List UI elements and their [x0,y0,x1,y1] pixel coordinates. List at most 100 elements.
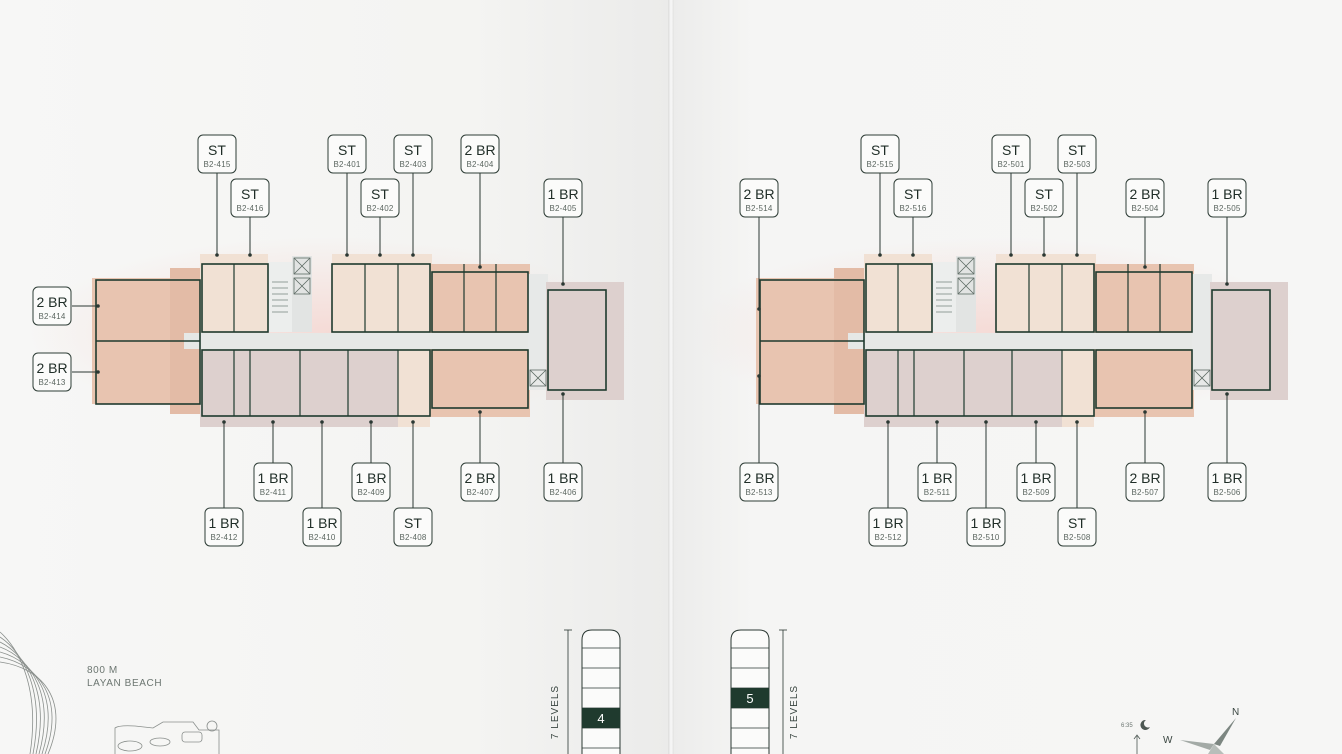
leader-dot [878,253,882,257]
unit-top-studio-b [332,254,432,334]
unit-number: B2-409 [358,488,385,497]
unit-type: 1 BR [547,470,578,486]
core-east [528,274,548,390]
compass-north-label: N [1232,707,1239,718]
unit-top-2br [430,264,530,340]
leader-dot [215,253,219,257]
unit-type: 1 BR [547,186,578,202]
wall-top-a [201,263,269,333]
unit-type: ST [404,142,422,158]
compass-west-label: W [1163,735,1173,746]
compass-rose: NW6:35 [1121,707,1239,754]
unit-label-box [327,134,367,174]
lift-cross-0 [957,257,975,275]
sun-arrow-icon [1133,734,1141,740]
lift-cross-2 [1193,369,1211,387]
leader-dot [1225,282,1229,286]
unit-top-studio-b [996,254,1096,334]
leader-dot [561,282,565,286]
unit-type: 1 BR [970,515,1001,531]
wall-west [95,279,201,405]
leader-dot [345,253,349,257]
unit-number: B2-405 [550,204,577,213]
contour-line [0,656,53,754]
book-spine [668,0,674,754]
unit-number: B2-507 [1132,488,1159,497]
unit-number: B2-410 [309,533,336,542]
wall-east [1211,289,1271,391]
unit-label-left-b2-405[interactable]: 1 BR B2-405 [543,178,583,286]
unit-type: 1 BR [1211,186,1242,202]
unit-label-box [966,507,1006,547]
unit-type: ST [904,186,922,202]
unit-label-box [32,286,72,326]
unit-label-right-b2-505[interactable]: 1 BR B2-505 [1207,178,1247,286]
site-map-sketch [114,720,220,754]
lift-box-2 [529,369,547,387]
unit-type: 1 BR [872,515,903,531]
wall-east [547,289,607,391]
unit-number: B2-510 [973,533,1000,542]
moon-icon [1140,719,1150,730]
leader-dot [757,307,761,311]
leader-dot [886,420,890,424]
unit-type: 1 BR [257,470,288,486]
unit-number: B2-515 [867,160,894,169]
unit-type: 2 BR [36,360,67,376]
unit-label-box [1024,178,1064,218]
current-level-highlight [582,708,620,728]
unit-number: B2-412 [211,533,238,542]
unit-type: 1 BR [921,470,952,486]
unit-number: B2-512 [875,533,902,542]
terrain-contours [0,631,57,754]
leader-dot [1034,420,1038,424]
lift-box-0 [293,257,311,275]
unit-number: B2-414 [39,312,66,321]
unit-label-box [1125,462,1165,502]
unit-type: 1 BR [1020,470,1051,486]
unit-number: B2-403 [400,160,427,169]
unit-number: B2-508 [1064,533,1091,542]
unit-label-right-b2-512[interactable]: 1 BR B2-512 [868,420,908,547]
unit-type: ST [241,186,259,202]
unit-label-right-b2-510[interactable]: 1 BR B2-510 [966,420,1006,547]
unit-label-left-b2-403[interactable]: ST B2-403 [393,134,433,257]
beach-distance-value: 800 M [87,665,118,676]
unit-number: B2-505 [1214,204,1241,213]
unit-label-box [253,462,293,502]
unit-label-box [1207,178,1247,218]
unit-type: 2 BR [743,186,774,202]
site-tree [206,720,218,732]
unit-number: B2-401 [334,160,361,169]
unit-east-1br [1210,282,1288,400]
leader-dot [378,253,382,257]
